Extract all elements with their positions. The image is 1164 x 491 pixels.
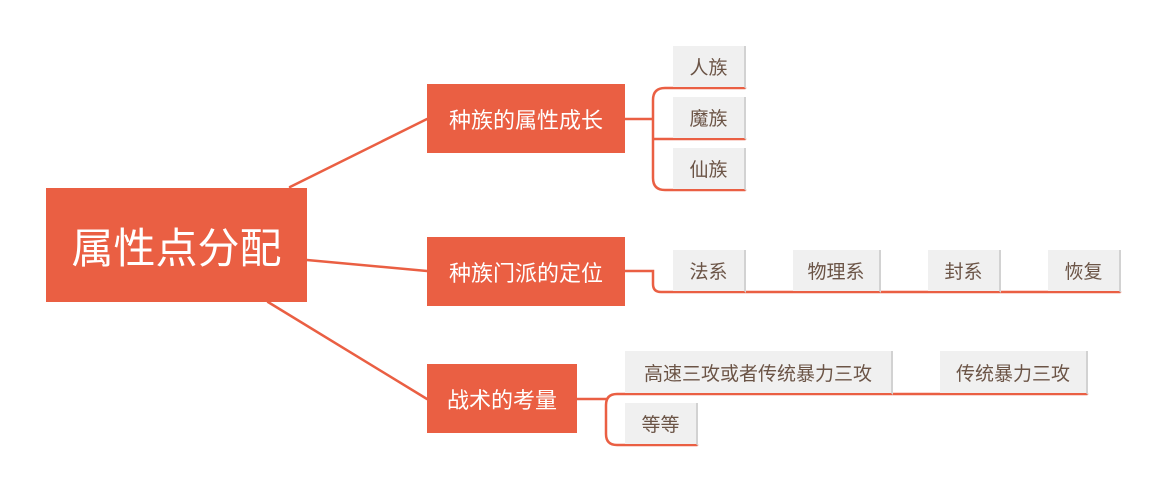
branch-label: 种族门派的定位 (448, 261, 603, 287)
leaf-demon[interactable]: 魔族 (673, 97, 746, 140)
leaf-speed-triple[interactable]: 高速三攻或者传统暴力三攻 (625, 351, 893, 395)
branch-race-growth[interactable]: 种族的属性成长 (427, 84, 625, 153)
leaf-etc[interactable]: 等等 (625, 403, 698, 446)
leaf-label: 高速三攻或者传统暴力三攻 (643, 362, 872, 385)
leaf-heal[interactable]: 恢复 (1048, 250, 1121, 293)
root-to-branch-1 (288, 117, 429, 189)
root-to-branch-2 (305, 258, 429, 273)
leaf-seal[interactable]: 封系 (928, 250, 1001, 293)
leaf-magic[interactable]: 法系 (673, 250, 746, 293)
branch-race-sect-role[interactable]: 种族门派的定位 (427, 237, 625, 306)
root-to-branch-3 (266, 300, 429, 401)
root-label: 属性点分配 (71, 223, 282, 273)
leaf-physical[interactable]: 物理系 (793, 250, 881, 293)
branch-label: 种族的属性成长 (448, 108, 603, 134)
leaf-label: 法系 (689, 261, 728, 283)
leaf-label: 恢复 (1064, 261, 1103, 283)
leaf-label: 传统暴力三攻 (955, 362, 1070, 385)
leaf-label: 等等 (641, 414, 680, 436)
leaf-label: 封系 (944, 261, 983, 283)
bracket-branch-2 (623, 269, 1122, 294)
leaf-human[interactable]: 人族 (673, 46, 746, 89)
leaf-label: 仙族 (689, 159, 728, 181)
branch-label: 战术的考量 (446, 388, 557, 414)
root-node[interactable]: 属性点分配 (46, 188, 307, 302)
leaf-traditional-triple[interactable]: 传统暴力三攻 (940, 351, 1088, 395)
branch-tactics[interactable]: 战术的考量 (427, 364, 577, 433)
leaf-label: 魔族 (689, 108, 728, 130)
leaf-immortal[interactable]: 仙族 (673, 148, 746, 191)
leaf-label: 人族 (689, 57, 728, 79)
leaf-label: 物理系 (807, 261, 865, 283)
